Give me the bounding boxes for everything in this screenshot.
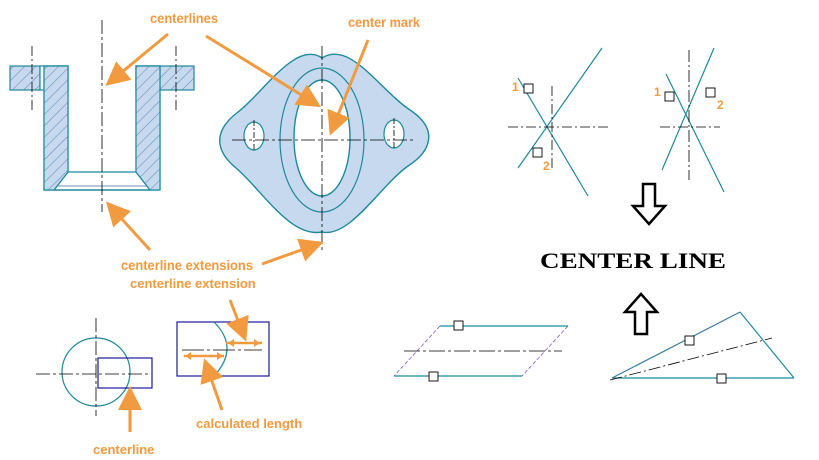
diamond-flange-plate [219, 46, 430, 252]
label-calculated-length: calculated length [196, 416, 302, 431]
center-line-title: CENTER LINE [540, 248, 726, 273]
label-centerline-extension: centerline extension [130, 276, 256, 291]
arrow-extension-right [261, 238, 324, 266]
marker-number-right-1: 1 [654, 85, 661, 99]
circle-centerline-example [36, 318, 153, 416]
label-centerline-extensions: centerline extensions [121, 257, 253, 273]
arrow-centerlines-left [105, 32, 169, 86]
arrow-center-mark [327, 39, 370, 136]
intersecting-lines-wide [508, 47, 608, 197]
arrow-centerline-extension [226, 299, 249, 342]
hollow-up-arrow-icon [622, 292, 660, 336]
marker-number-right-2: 2 [717, 98, 724, 112]
triangle-example [609, 311, 795, 384]
zoom-detail-box [176, 321, 270, 377]
arrow-extension-left [105, 201, 152, 252]
arrow-calculated-length [200, 358, 224, 411]
parallelogram-example [393, 320, 569, 382]
hollow-down-arrow-icon [630, 182, 668, 226]
label-centerlines: centerlines [150, 10, 218, 26]
label-centerline: centerline [93, 442, 154, 457]
intersecting-lines-narrow [660, 47, 725, 193]
label-center-mark: center mark [348, 14, 420, 30]
flanged-sleeve-section [9, 20, 195, 212]
arrow-centerlines-right [205, 34, 322, 108]
marker-number-left-1: 1 [512, 80, 519, 94]
marker-number-left-2: 2 [543, 159, 550, 173]
